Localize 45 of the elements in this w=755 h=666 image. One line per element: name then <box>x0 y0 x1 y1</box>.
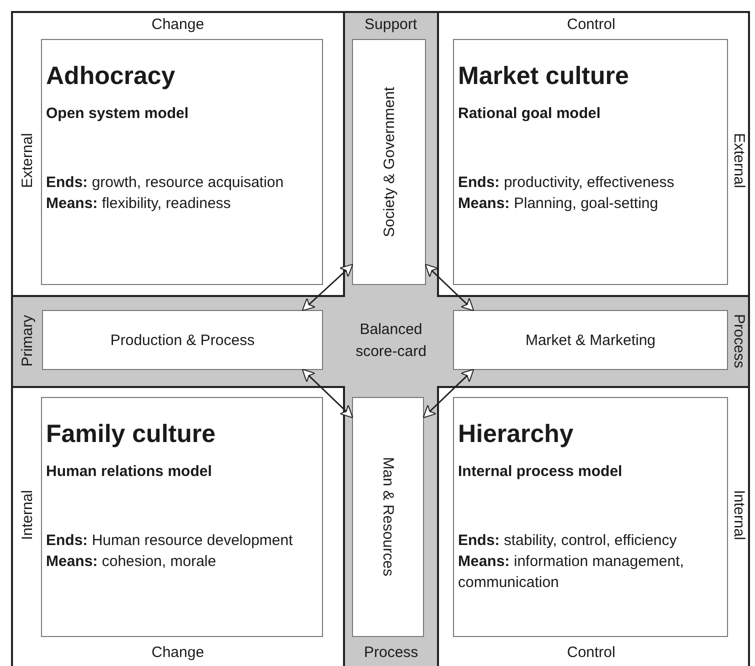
model-subheading: Human relations model <box>46 463 213 480</box>
category-label: Man & Resources <box>380 457 396 577</box>
category-box <box>352 39 426 285</box>
means-text: Means: Planning, goal-setting <box>458 194 660 214</box>
culture-heading: Hierarchy <box>458 420 574 449</box>
band-label: Primary <box>18 315 36 367</box>
band-label: Process <box>364 644 418 660</box>
culture-heading: Adhocracy <box>46 62 176 91</box>
axis-label: Internal <box>730 490 748 540</box>
category-box <box>352 397 424 637</box>
category-box <box>42 310 323 370</box>
axis-label: Control <box>567 16 616 32</box>
model-subheading: Rational goal model <box>458 105 602 122</box>
axis-label: External <box>18 132 36 188</box>
culture-heading: Family culture <box>46 420 216 449</box>
culture-box <box>41 397 323 637</box>
culture-box <box>453 397 728 637</box>
category-label: Society & Government <box>380 86 398 238</box>
ends-text: Ends: Human resource development <box>46 531 294 551</box>
category-box <box>453 310 728 370</box>
category-label: Production & Process <box>110 332 255 348</box>
double-arrow <box>422 368 474 418</box>
axis-label: Change <box>152 644 204 660</box>
axis-label: External <box>730 132 748 188</box>
axis-label: Change <box>152 16 204 32</box>
ends-text: Ends: productivity, effectiveness <box>458 173 676 193</box>
double-arrow <box>302 368 354 418</box>
model-subheading: Open system model <box>46 105 190 122</box>
culture-box <box>453 39 728 285</box>
means-text: Means: flexibility, readiness <box>46 194 232 214</box>
culture-box <box>41 39 323 285</box>
center-label: Balanced score-card <box>354 320 428 362</box>
means-text: Means: cohesion, morale <box>46 552 218 572</box>
double-arrow <box>424 264 474 312</box>
axis-label: Control <box>567 644 616 660</box>
category-label: Market & Marketing <box>525 332 656 348</box>
band-label: Process <box>730 314 748 368</box>
model-subheading: Internal process model <box>458 463 624 480</box>
axis-label: Internal <box>18 490 36 540</box>
ends-text: Ends: growth, resource acquisation <box>46 173 285 193</box>
ends-text: Ends: stability, control, efficiency <box>458 531 678 551</box>
double-arrow <box>302 264 354 312</box>
culture-heading: Market culture <box>458 62 630 91</box>
band-label: Support <box>364 16 418 32</box>
means-text: Means: information management, communication <box>458 552 685 593</box>
